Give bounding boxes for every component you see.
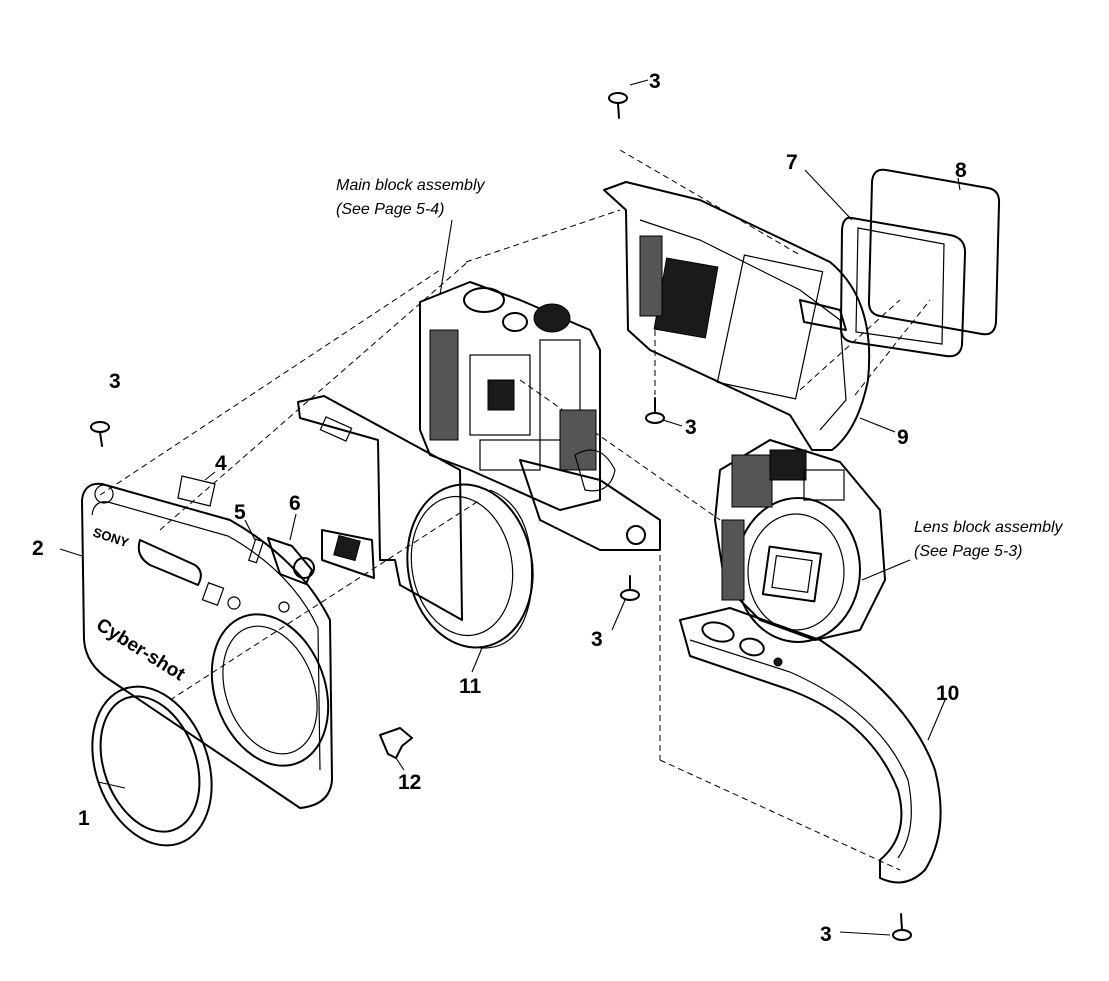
side-cabinet	[679, 607, 942, 884]
callout-2: 2	[32, 537, 44, 560]
callout-9: 9	[897, 426, 909, 449]
sheet-part	[177, 475, 216, 507]
callout-labels: 1 2 3 3 3 3 3 4 5 6 7 8 9 10 11 12	[32, 70, 967, 946]
lcd-window-parts	[839, 168, 1001, 358]
front-cabinet: SONY Cyber-shot	[81, 482, 333, 809]
callout-3: 3	[109, 370, 121, 393]
callout-3: 3	[591, 628, 603, 651]
assembly-notes: Main block assembly (See Page 5-4) Lens …	[336, 177, 1064, 560]
callout-5: 5	[234, 501, 246, 524]
screw-icon	[620, 575, 640, 601]
alignment-lines	[99, 149, 931, 871]
model-marking: Cyber-shot	[92, 614, 189, 685]
callout-12: 12	[398, 771, 421, 794]
lens-block-note-line1: Lens block assembly	[914, 519, 1064, 536]
brand-marking: SONY	[91, 525, 131, 551]
callout-11: 11	[459, 675, 482, 698]
main-block-note-line1: Main block assembly	[336, 177, 486, 194]
leader-lines	[59, 79, 961, 936]
screw-icon	[645, 397, 665, 424]
callout-1: 1	[78, 807, 90, 830]
callout-3: 3	[649, 70, 661, 93]
main-block-assembly	[419, 281, 661, 551]
callout-10: 10	[936, 682, 959, 705]
lens-ring	[91, 685, 213, 847]
callout-8: 8	[955, 159, 967, 182]
inner-frame	[297, 395, 534, 649]
callout-6: 6	[289, 492, 301, 515]
screw-icon	[90, 421, 110, 447]
screw-icon	[608, 92, 628, 119]
callout-4: 4	[215, 452, 227, 475]
callout-7: 7	[786, 151, 798, 174]
lens-block-note-line2: (See Page 5-3)	[914, 543, 1023, 560]
callout-3: 3	[685, 416, 697, 439]
small-parts	[248, 537, 315, 585]
callout-3: 3	[820, 923, 832, 946]
rear-cabinet	[603, 181, 871, 451]
main-block-note-line2: (See Page 5-4)	[336, 201, 445, 218]
screw-icon	[892, 913, 912, 941]
small-bracket	[379, 727, 413, 759]
lens-block-assembly	[714, 439, 886, 643]
